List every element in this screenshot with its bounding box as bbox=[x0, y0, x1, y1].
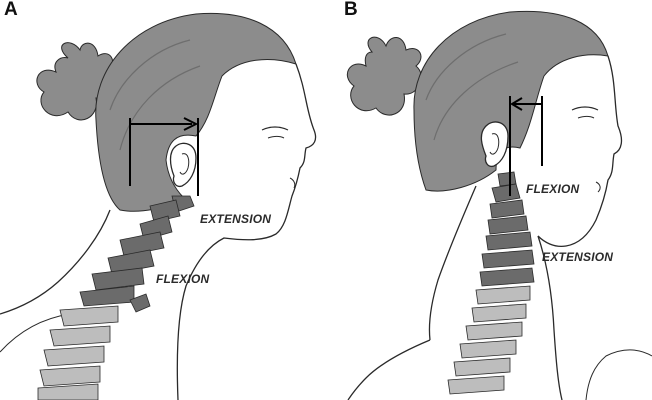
measurement-arrow bbox=[509, 96, 543, 196]
face-profile bbox=[537, 55, 623, 400]
cervical-spine bbox=[79, 195, 195, 313]
ear bbox=[480, 121, 509, 168]
ear bbox=[169, 142, 197, 188]
panel-a-illustration bbox=[0, 12, 317, 400]
extension-label: EXTENSION bbox=[542, 250, 614, 264]
panel-letter: A bbox=[4, 0, 18, 20]
thoracic-spine bbox=[37, 305, 119, 400]
panel-b: B FLEXION EXTENSION bbox=[326, 0, 652, 400]
hair bbox=[95, 12, 297, 212]
face-profile bbox=[176, 63, 317, 400]
cervical-spine bbox=[479, 171, 535, 287]
hair-bun bbox=[346, 36, 422, 116]
panel-a: A EXTENSION FLEXION bbox=[0, 0, 317, 400]
thoracic-spine bbox=[447, 285, 531, 395]
flexion-label: FLEXION bbox=[156, 272, 210, 286]
extension-label: EXTENSION bbox=[200, 212, 272, 226]
neck-shoulder-outline bbox=[347, 185, 652, 400]
panel-b-illustration bbox=[346, 10, 652, 400]
measurement-arrow bbox=[129, 117, 199, 196]
flexion-label: FLEXION bbox=[526, 182, 580, 196]
panel-letter: B bbox=[344, 0, 358, 20]
hair-bun bbox=[36, 42, 115, 121]
